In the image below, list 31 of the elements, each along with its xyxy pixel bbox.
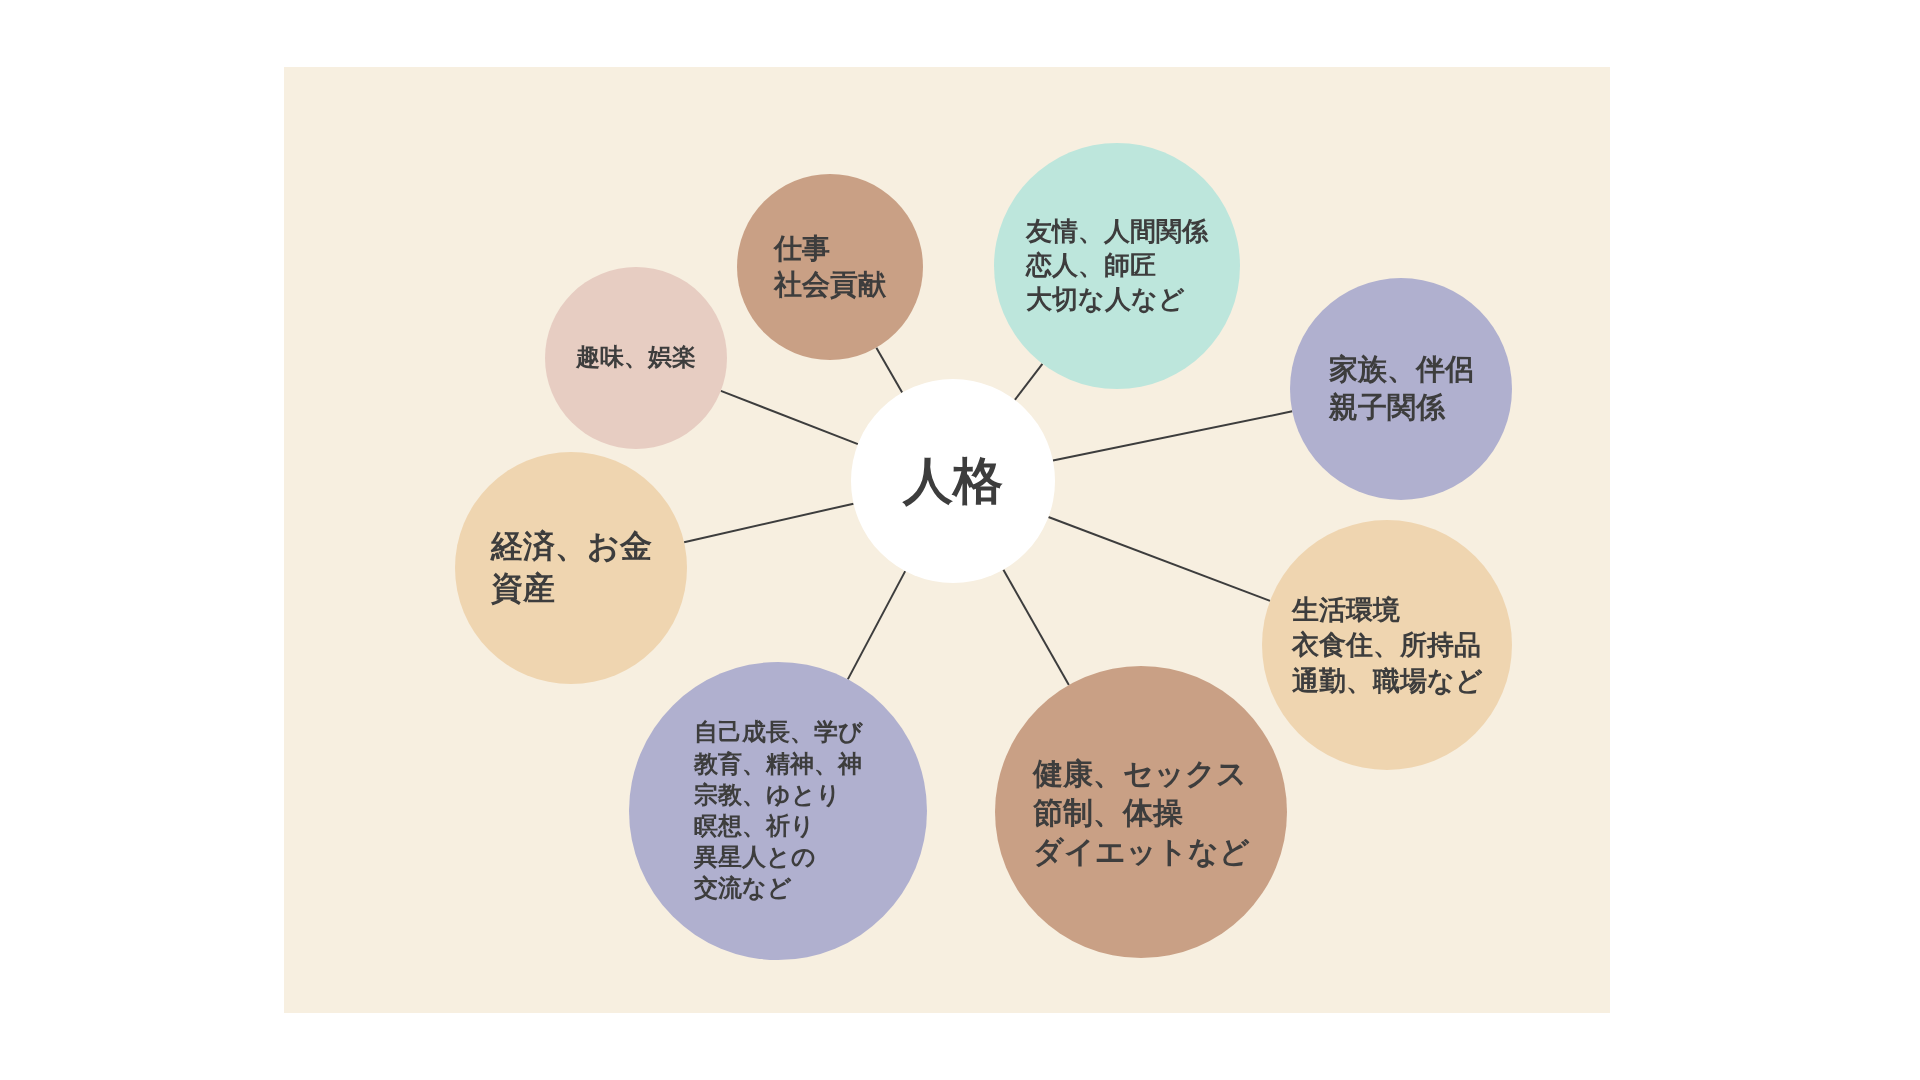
topic-text: 異星人との: [693, 842, 816, 874]
topic-text: 経済、お金: [490, 526, 652, 568]
center-label: 人格: [903, 450, 1003, 512]
topic-text: 教育、精神、神: [693, 748, 862, 780]
topic-text: 家族、伴侶: [1328, 351, 1474, 389]
connector-line: [1013, 362, 1044, 401]
connector-line: [1002, 568, 1070, 687]
topic-text: 大切な人など: [1026, 282, 1185, 316]
topic-text: 生活環境: [1291, 593, 1400, 628]
topic-text: 節制、体操: [1032, 793, 1183, 832]
connector-line: [875, 346, 904, 394]
topic-text: 宗教、ゆとり: [693, 779, 841, 811]
topic-text: 資産: [490, 568, 555, 609]
connector-line: [846, 570, 907, 681]
topic-text: 交流など: [693, 873, 792, 905]
connector-line: [1047, 516, 1272, 602]
topic-text: ダイエットなど: [1032, 832, 1250, 871]
topic-text: 友情、人間関係: [1026, 215, 1208, 249]
topic-text: 自己成長、学び: [693, 717, 863, 749]
topic-text: 通勤、職場など: [1291, 663, 1483, 698]
topic-text: 健康、セックス: [1032, 754, 1247, 793]
topic-text: 親子関係: [1328, 389, 1445, 426]
topic-text: 趣味、娯楽: [576, 342, 696, 374]
connector-line: [683, 502, 855, 544]
topic-text: 瞑想、祈り: [693, 811, 815, 842]
connector-line: [719, 389, 859, 446]
topic-text: 仕事: [774, 230, 830, 267]
connector-line: [1051, 410, 1294, 462]
topic-text: 社会貢献: [774, 267, 886, 303]
topic-text: 衣食住、所持品: [1291, 628, 1481, 663]
topic-text: 恋人、師匠: [1026, 249, 1156, 283]
